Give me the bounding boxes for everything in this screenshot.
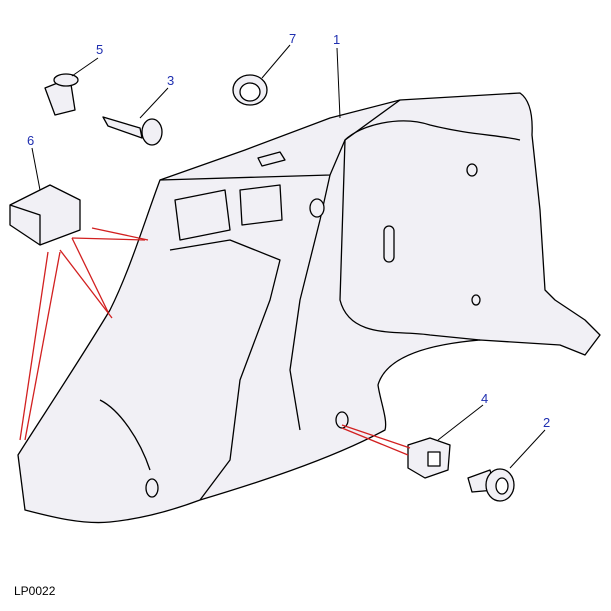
part-3-screw [102, 116, 143, 139]
callout-7: 7 [289, 31, 297, 46]
trim-panel [17, 92, 601, 524]
callout-4: 4 [481, 391, 489, 406]
diagram-code: LP0022 [14, 584, 56, 598]
callout-2: 2 [543, 415, 551, 430]
callout-1: 1 [333, 32, 341, 47]
callout-5: 5 [96, 42, 104, 57]
callout-3: 3 [167, 73, 175, 88]
callout-6: 6 [27, 133, 35, 148]
red-leader-lines [19, 227, 411, 456]
part-6-bracket [9, 184, 81, 246]
